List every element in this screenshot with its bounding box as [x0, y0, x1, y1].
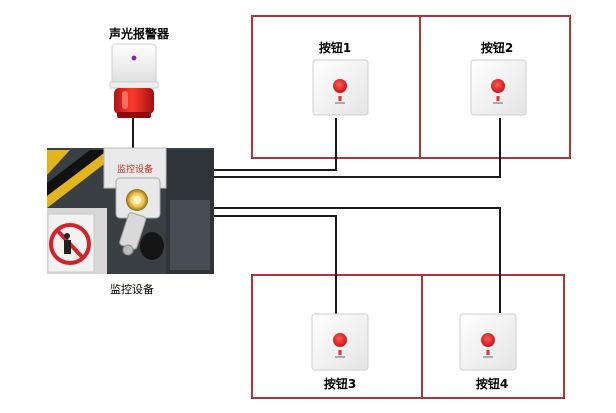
camera-label: 监控设备: [110, 282, 154, 296]
wire-button-2: [214, 118, 501, 178]
emergency-push-button-icon: [311, 313, 369, 371]
alarm-label: 声光报警器: [108, 26, 170, 41]
camera-housing-sign: 监控设备: [117, 163, 153, 175]
button-2-label: 按钮2: [481, 40, 513, 55]
emergency-push-button-icon: [470, 59, 527, 116]
wire-button-1: [214, 118, 337, 171]
push-button-1: 按钮1: [312, 40, 369, 116]
frame-button-2: [419, 15, 571, 159]
button-3-label: 按钮3: [324, 376, 356, 391]
security-camera-icon: 监控设备: [47, 147, 214, 274]
wires: [132, 118, 501, 315]
wire-button-3: [214, 215, 337, 315]
push-button-4: 按钮4: [459, 313, 517, 391]
button-4-label: 按钮4: [476, 376, 508, 391]
emergency-push-button-icon: [312, 59, 369, 116]
push-button-3: 按钮3: [311, 313, 369, 391]
wire-button-4: [214, 207, 501, 313]
strobe-siren-icon: [109, 43, 159, 118]
button-1-label: 按钮1: [319, 40, 351, 55]
frame-button-4: [421, 274, 565, 399]
push-button-2: 按钮2: [470, 40, 527, 116]
emergency-push-button-icon: [459, 313, 517, 371]
